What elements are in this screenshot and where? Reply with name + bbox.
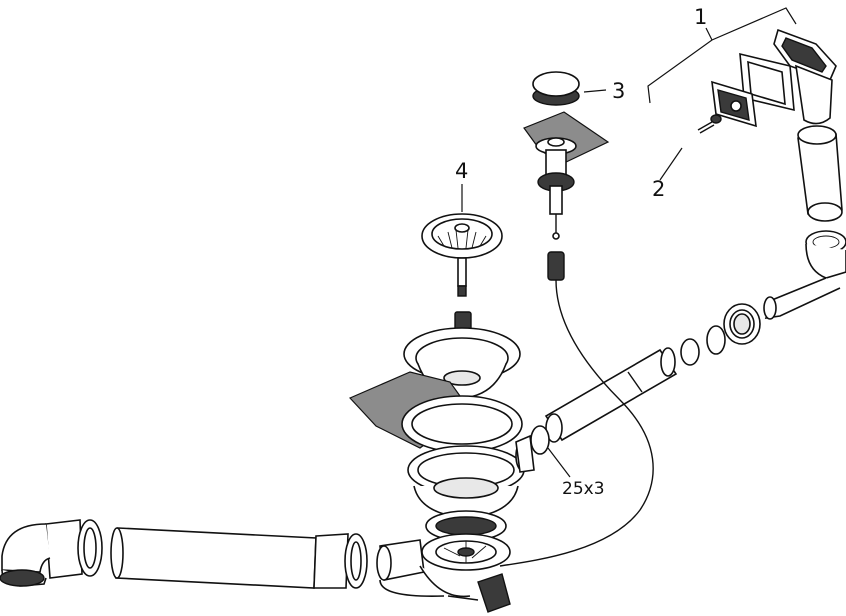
overflow-ring-2 — [680, 338, 700, 366]
waste-pipe — [110, 527, 368, 589]
overflow-cover-plate — [711, 80, 757, 128]
overflow-pipe — [763, 125, 846, 320]
callout-4: 4 — [455, 159, 468, 183]
overflow-nut — [723, 303, 761, 345]
outlet-body — [407, 434, 535, 542]
o-ring-25x3 — [530, 425, 550, 455]
overflow-ring-1 — [706, 325, 726, 355]
callout-1: 1 — [694, 5, 707, 29]
waste-elbow — [0, 519, 103, 587]
callout-25x3: 25x3 — [562, 479, 605, 499]
callout-2: 2 — [652, 177, 665, 201]
overflow-frame — [739, 52, 795, 112]
flange-ring — [401, 395, 523, 453]
overflow-screw — [697, 114, 722, 134]
overflow-assembly — [544, 28, 846, 443]
popup-knob-assembly — [499, 71, 654, 567]
outlet-bottom — [376, 533, 511, 613]
cable-connector — [547, 251, 565, 281]
overflow-connector-pipe — [544, 347, 678, 443]
overflow-head — [773, 28, 837, 125]
callout-3: 3 — [612, 79, 625, 103]
leader-lines — [461, 7, 797, 478]
strainer-basket — [421, 213, 503, 297]
